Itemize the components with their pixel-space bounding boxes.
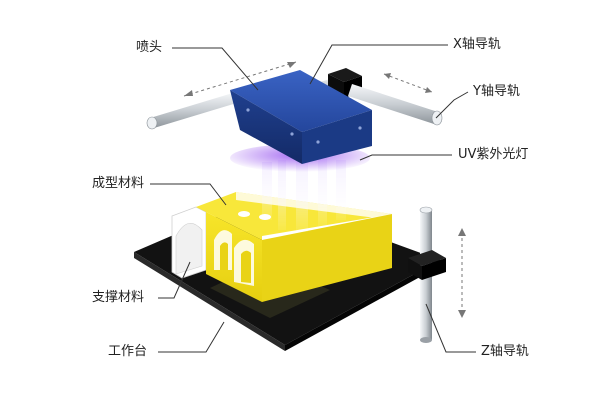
build-material: [196, 192, 392, 302]
label-platform: 工作台: [108, 344, 148, 359]
leader-y-rail: [435, 91, 469, 119]
leader-x-rail: [309, 44, 448, 85]
label-z-rail: Z轴导轨: [481, 344, 529, 359]
y-rail-left: [146, 92, 240, 130]
y-motion-arrow: [383, 73, 433, 93]
label-nozzle: 喷头: [136, 40, 163, 55]
leader-z-rail: [425, 303, 476, 353]
label-build-material: 成型材料: [92, 176, 145, 191]
label-y-rail: Y轴导轨: [473, 84, 520, 99]
label-support-material: 支撑材料: [92, 290, 145, 305]
leader-uv-lamp: [359, 154, 452, 161]
motion-arrows: [183, 61, 463, 314]
print-head: [230, 70, 372, 172]
uv-light-beams: [262, 158, 346, 232]
leader-nozzle: [172, 47, 259, 91]
label-x-rail: X轴导轨: [453, 37, 501, 52]
support-material: [171, 206, 207, 279]
leader-lines: [150, 44, 476, 353]
leader-platform: [158, 321, 225, 353]
leader-support-material: [158, 261, 191, 299]
label-uv-lamp: UV紫外光灯: [458, 147, 529, 162]
leader-build-material: [150, 183, 227, 206]
z-rail: [408, 206, 446, 343]
motion-arrowheads: [184, 62, 466, 318]
x-motion-arrow: [183, 61, 297, 97]
